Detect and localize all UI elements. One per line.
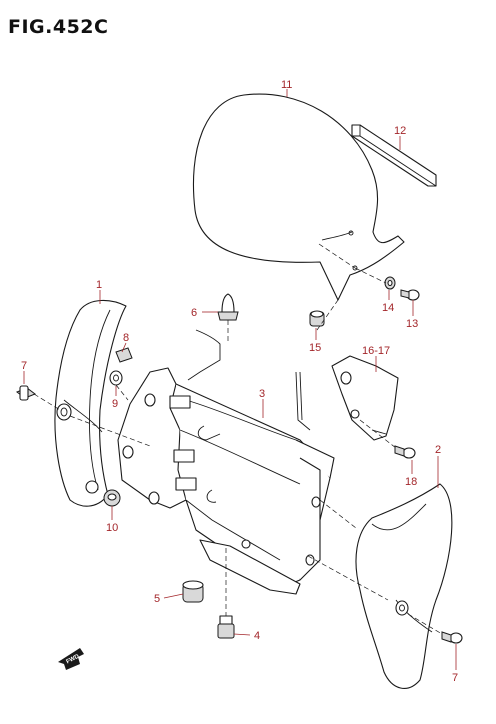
- callout-8: 8: [123, 332, 129, 344]
- foam-strip[interactable]: [351, 124, 437, 187]
- figure-title: FIG.452C: [8, 16, 109, 38]
- left-side-cover[interactable]: [54, 299, 127, 507]
- callout-5: 5: [154, 593, 160, 605]
- assembly-lines: [33, 243, 443, 635]
- right-side-cover[interactable]: [355, 483, 453, 689]
- screw-7-left[interactable]: [15, 385, 37, 401]
- windscreen[interactable]: [192, 93, 405, 301]
- callout-1: 1: [96, 279, 102, 291]
- callout-14: 14: [382, 302, 394, 314]
- callout-18: 18: [405, 476, 417, 488]
- screw-13[interactable]: [400, 289, 420, 301]
- callout-10: 10: [106, 522, 118, 534]
- nut-9[interactable]: [109, 370, 123, 386]
- well-nut[interactable]: [309, 310, 325, 327]
- rubber-damper[interactable]: [182, 580, 204, 603]
- callout-12: 12: [394, 125, 406, 137]
- callout-7-left: 7: [21, 360, 27, 372]
- callout-6: 6: [191, 307, 197, 319]
- callout-7-right: 7: [452, 672, 458, 684]
- callout-13: 13: [406, 318, 418, 330]
- callout-11: 11: [281, 79, 292, 91]
- callout-2: 2: [435, 444, 441, 456]
- screw-7-right[interactable]: [441, 631, 463, 644]
- bracket-assembly[interactable]: [117, 329, 335, 595]
- callout-labels: 11 12 6 14 13 15 1 8 7 9 3 16-17 2 18 10…: [21, 79, 458, 684]
- callout-16-17: 16-17: [362, 345, 390, 357]
- bracket-16-17[interactable]: [331, 355, 399, 441]
- callout-15: 15: [309, 342, 321, 354]
- leader-lines: [23, 89, 457, 670]
- rubber-plug[interactable]: [217, 293, 239, 321]
- clip-8[interactable]: [115, 347, 133, 363]
- bolt-4[interactable]: [217, 615, 235, 639]
- callout-9: 9: [112, 398, 118, 410]
- callout-3: 3: [259, 388, 265, 400]
- bolt-18[interactable]: [394, 445, 416, 459]
- grommet[interactable]: [384, 276, 396, 290]
- fwd-arrow-icon: FWD: [58, 648, 84, 670]
- callout-4: 4: [254, 630, 260, 642]
- grommet-10[interactable]: [103, 489, 121, 507]
